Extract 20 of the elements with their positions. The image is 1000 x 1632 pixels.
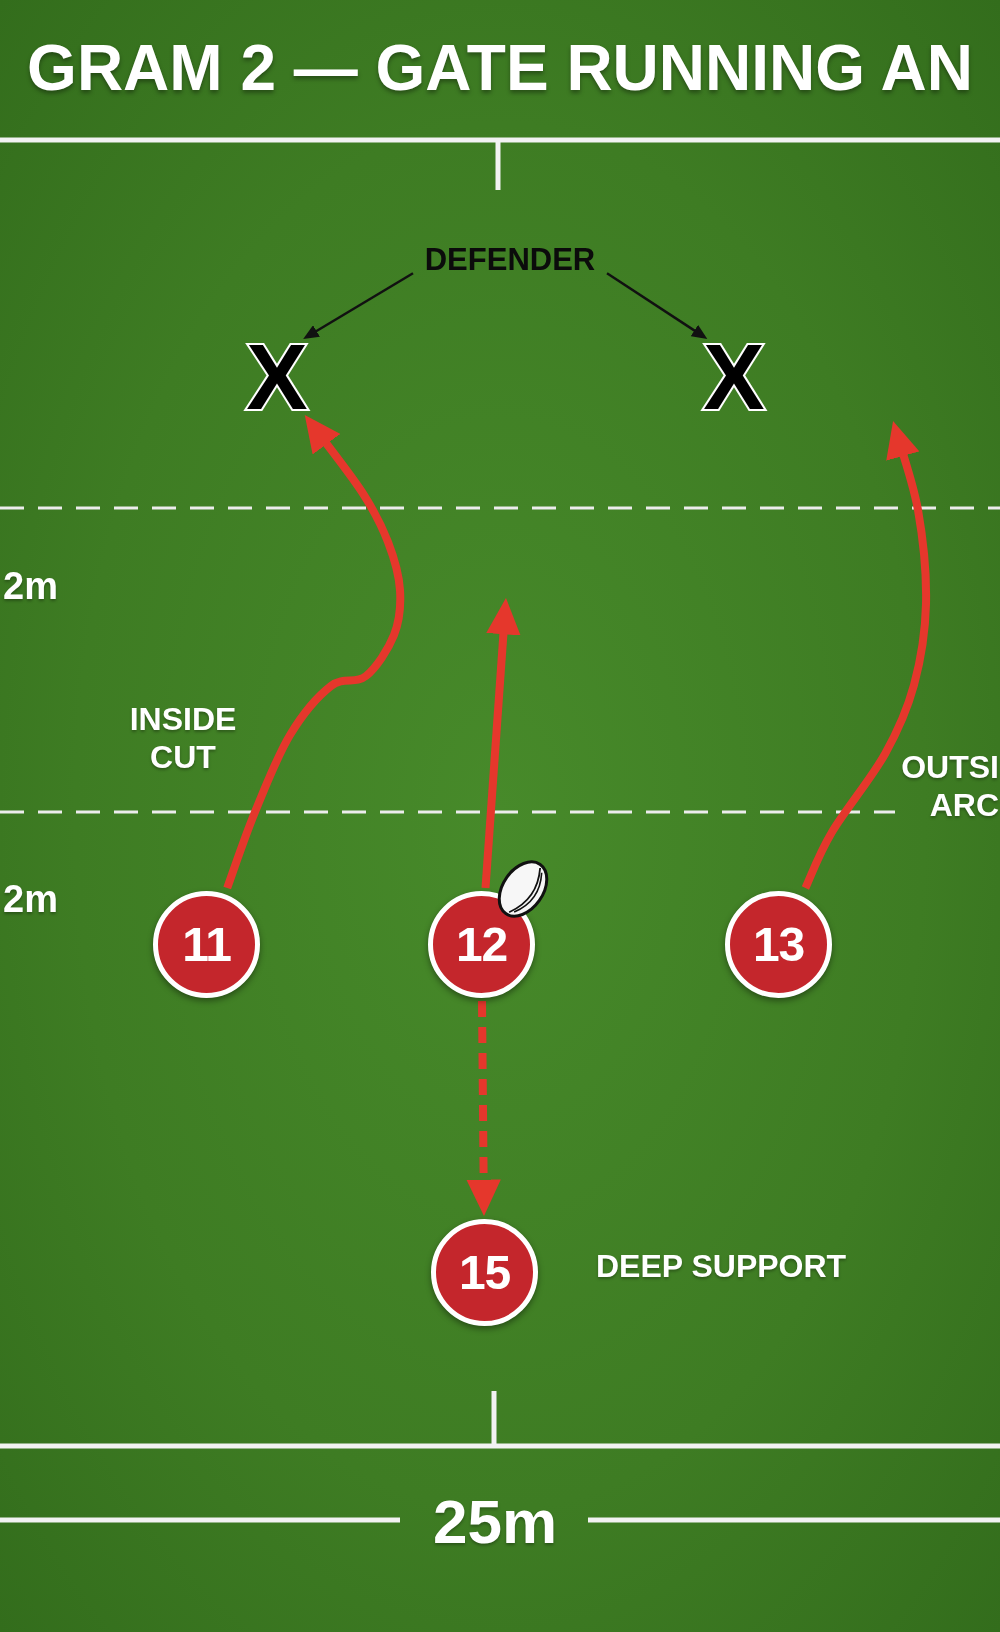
dashed-run-arrow [466, 1000, 501, 1216]
player-marker: 12 [428, 891, 535, 998]
player-marker: 13 [725, 891, 832, 998]
player-marker: 15 [431, 1219, 538, 1326]
defender-mark: X [244, 342, 310, 412]
run-arrow [801, 421, 931, 890]
run-label: OUTSI ARC [901, 748, 999, 824]
role-label: DEEP SUPPORT [596, 1247, 847, 1285]
defender-mark: X [701, 342, 767, 412]
player-marker: 11 [153, 891, 260, 998]
leader-arrow [303, 272, 414, 339]
distance-label: 2m [3, 566, 58, 606]
leader-arrow [606, 272, 708, 339]
dimension-label: 25m [432, 1491, 558, 1553]
run-arrow [481, 597, 521, 889]
defender-label: DEFENDER [416, 240, 604, 278]
distance-label: 2m [3, 879, 58, 919]
run-label: INSIDE CUT [129, 700, 237, 776]
title: GRAM 2 — GATE RUNNING AN [27, 36, 973, 100]
run-arrow [223, 415, 405, 890]
